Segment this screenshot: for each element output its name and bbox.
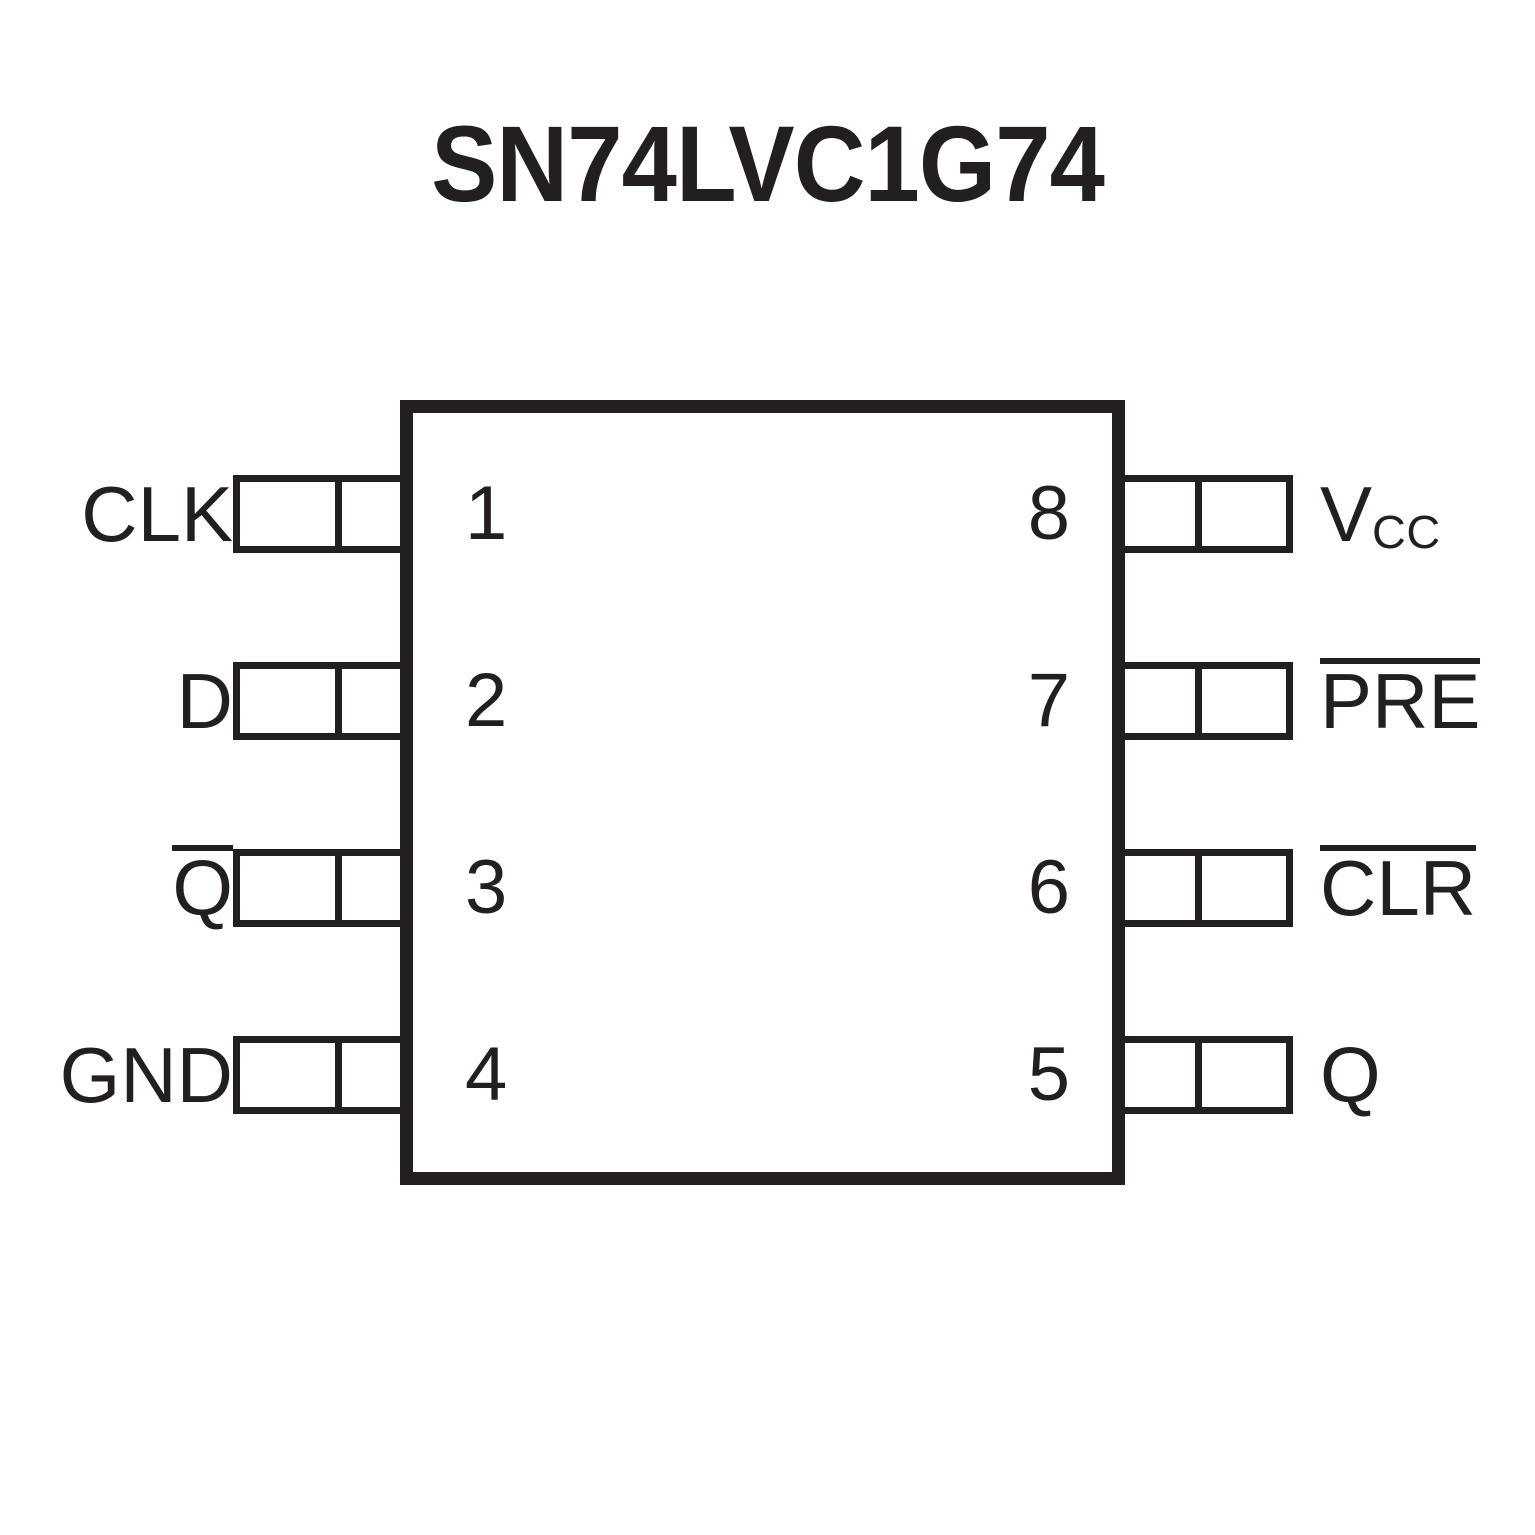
pin-4-lead-divider: [335, 1036, 342, 1114]
chip-body-outline: [400, 400, 1125, 1185]
pin-5-lead: [1118, 1036, 1293, 1114]
pin-3-lead-divider: [335, 849, 342, 927]
pin-6-label-text: CLR: [1320, 844, 1477, 932]
pin-8-label-text: V: [1320, 470, 1373, 558]
pin-1-label-text: CLK: [81, 470, 233, 558]
pin-4-label-text: GND: [59, 1031, 233, 1119]
pin-4-label: GND: [60, 1036, 233, 1114]
pin-3-label: Q: [172, 845, 233, 927]
pin-5-label: Q: [1320, 1036, 1381, 1114]
pin-7-number: 7: [1027, 658, 1070, 743]
pin-1-lead-divider: [335, 475, 342, 553]
pin-6-lead: [1118, 849, 1293, 927]
pin-1-lead: [233, 475, 408, 553]
pin-7-label: PRE: [1320, 657, 1481, 745]
pin-8-number: 8: [1027, 471, 1070, 556]
pin-4-lead: [233, 1036, 408, 1114]
pin-4-number: 4: [465, 1032, 508, 1117]
pin-2-label: D: [177, 662, 233, 740]
pin-3-number: 3: [465, 845, 508, 930]
pin-3-label-text: Q: [172, 844, 233, 932]
pin-1-label: CLK: [81, 475, 233, 553]
pin-8-label: VCC: [1320, 475, 1441, 564]
pin-2-lead: [233, 662, 408, 740]
pin-6-label: CLR: [1320, 844, 1477, 932]
page-title: SN74LVC1G74: [431, 103, 1105, 224]
pin-8-lead-divider: [1195, 475, 1202, 553]
pin-5-label-text: Q: [1320, 1031, 1381, 1119]
pin-6-lead-divider: [1195, 849, 1202, 927]
pin-8-lead: [1118, 475, 1293, 553]
pin-6-number: 6: [1027, 845, 1070, 930]
pin-8-label-subscript: CC: [1372, 506, 1441, 559]
pin-7-label-text: PRE: [1320, 657, 1481, 745]
pin-2-label-text: D: [176, 657, 233, 745]
pin-3-lead: [233, 849, 408, 927]
pin-5-number: 5: [1027, 1032, 1070, 1117]
pin-1-number: 1: [465, 471, 508, 556]
pin-2-lead-divider: [335, 662, 342, 740]
pin-7-lead: [1118, 662, 1293, 740]
pin-5-lead-divider: [1195, 1036, 1202, 1114]
pin-7-lead-divider: [1195, 662, 1202, 740]
pin-2-number: 2: [465, 658, 508, 743]
